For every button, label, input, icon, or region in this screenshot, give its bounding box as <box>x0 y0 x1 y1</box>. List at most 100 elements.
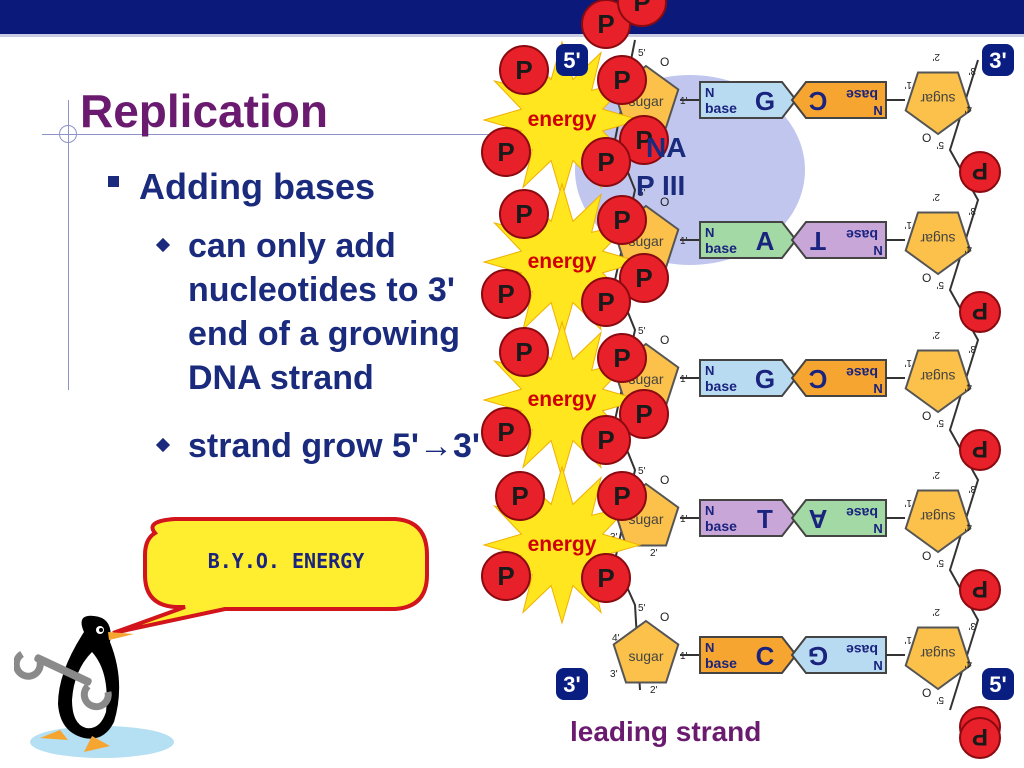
phosphate-label: P <box>497 279 514 309</box>
sugar-label-mirrored: sugar <box>920 509 955 525</box>
carbon-2-label: 2' <box>650 685 658 696</box>
base-label-mirrored: base <box>846 87 878 103</box>
n-label: N <box>705 640 714 655</box>
phosphate-label: P <box>613 205 630 235</box>
decorative-horizontal-line <box>42 134 512 135</box>
right-base-letter: C <box>808 86 827 116</box>
sub-bullet-1: can only add nucleotides to 3' end of a … <box>155 224 460 400</box>
incoming-phosphate <box>581 0 631 49</box>
speech-bubble-text: B.Y.O. ENERGY <box>207 549 365 573</box>
carbon-2-label: 2' <box>932 191 940 202</box>
n-label: N <box>705 225 714 240</box>
phosphate-label-mirrored: P <box>972 435 988 462</box>
carbon-4-label: 4' <box>612 633 620 644</box>
carbon-1-label: 1' <box>904 357 912 368</box>
sub-bullet-line: nucleotides to 3' <box>188 271 455 309</box>
carbon-4-label: 4' <box>964 521 972 532</box>
incoming-phosphate <box>481 407 531 457</box>
right-base-C <box>790 81 887 119</box>
slide-title: Replication <box>80 85 328 137</box>
phosphate-label: P <box>613 343 630 373</box>
decorative-vertical-line <box>68 100 69 390</box>
right-sugar <box>904 626 972 691</box>
n-label-mirrored: N <box>873 658 882 673</box>
square-bullet-icon <box>108 175 119 187</box>
phosphate-label-mirrored: P <box>972 575 988 602</box>
carbon-4-label: 4' <box>964 103 972 114</box>
left-base-A <box>699 221 798 259</box>
phosphate-label: P <box>515 55 532 85</box>
incoming-phosphate <box>499 327 549 377</box>
phosphate-label: P <box>511 481 528 511</box>
energy-label: energy <box>528 108 597 131</box>
phosphate-label: P <box>497 417 514 447</box>
phosphate-label-mirrored: P <box>972 297 988 324</box>
sub-bullet-2: strand grow 5'→3' <box>155 424 481 468</box>
right-base-letter: C <box>808 364 827 394</box>
end-badge-text: 5' <box>563 48 580 73</box>
sugar-label-mirrored: sugar <box>920 369 955 385</box>
incoming-phosphate <box>581 415 631 465</box>
enzyme-label-line2: P III <box>636 170 686 201</box>
carbon-5-label: 5' <box>638 466 646 477</box>
header-bar <box>0 0 1024 34</box>
right-base-letter: T <box>810 226 826 256</box>
right-sugar <box>904 71 972 136</box>
end-badge-text: 3' <box>563 672 580 697</box>
right-sugar <box>904 211 972 276</box>
base-label-mirrored: base <box>846 365 878 381</box>
phosphate-label: P <box>515 199 532 229</box>
sugar-label-mirrored: sugar <box>920 646 955 662</box>
incoming-phosphate <box>597 471 647 521</box>
carbon-3-label: 3' <box>610 669 618 680</box>
incoming-phosphate <box>619 253 669 303</box>
carbon-1-label: 1' <box>680 651 688 662</box>
carbon-5-label: 5' <box>936 694 944 705</box>
n-label-mirrored: N <box>873 243 882 258</box>
base-pair-row-3: sugarO1'2'3'4'5'NbaseGCbaseNsugarO1'2'3'… <box>610 326 1001 471</box>
right-base-letter: A <box>808 504 827 534</box>
base-pair-row-4: sugarO1'2'3'4'5'NbaseTAbaseNsugarO1'2'3'… <box>610 466 1001 611</box>
ring-oxygen-label: O <box>922 131 931 145</box>
right-phosphate <box>959 151 1001 193</box>
sub-bullet-line: strand grow 5'→3' <box>188 427 481 465</box>
carbon-4-label: 4' <box>964 658 972 669</box>
phosphate-label: P <box>633 0 650 17</box>
energy-label: energy <box>528 250 597 273</box>
left-base-letter: C <box>756 641 775 671</box>
sub-bullet-line: DNA strand <box>188 359 374 397</box>
base-label-mirrored: base <box>846 227 878 243</box>
end-label-top-right: 3' <box>982 44 1014 76</box>
carbon-3-label: 3' <box>968 620 976 631</box>
n-label: N <box>705 85 714 100</box>
carbon-4-label: 4' <box>964 243 972 254</box>
phosphate-label: P <box>597 147 614 177</box>
ring-oxygen-label: O <box>660 55 669 69</box>
incoming-phosphate <box>499 45 549 95</box>
end-badge <box>982 668 1014 700</box>
incoming-phosphate <box>581 137 631 187</box>
end-label-top-left: 5' <box>556 44 588 76</box>
right-base-C <box>790 359 887 397</box>
left-base-G <box>699 81 798 119</box>
carbon-5-label: 5' <box>936 279 944 290</box>
right-phosphate <box>959 569 1001 611</box>
leading-strand-label: leading strand <box>570 716 762 747</box>
base-label: base <box>705 655 737 671</box>
left-sugar <box>612 619 680 684</box>
ring-oxygen-label: O <box>660 333 669 347</box>
incoming-phosphate <box>481 269 531 319</box>
incoming-phosphate <box>619 389 669 439</box>
n-label-mirrored: N <box>873 521 882 536</box>
header-underline <box>0 34 1024 37</box>
right-base-G <box>790 636 887 674</box>
carbon-1-label: 1' <box>680 96 688 107</box>
n-label: N <box>705 363 714 378</box>
carbon-1-label: 1' <box>680 374 688 385</box>
carbon-3-label: 3' <box>968 483 976 494</box>
ring-oxygen-label: O <box>922 686 931 700</box>
carbon-5-label: 5' <box>936 139 944 150</box>
carbon-5-label: 5' <box>638 48 646 59</box>
